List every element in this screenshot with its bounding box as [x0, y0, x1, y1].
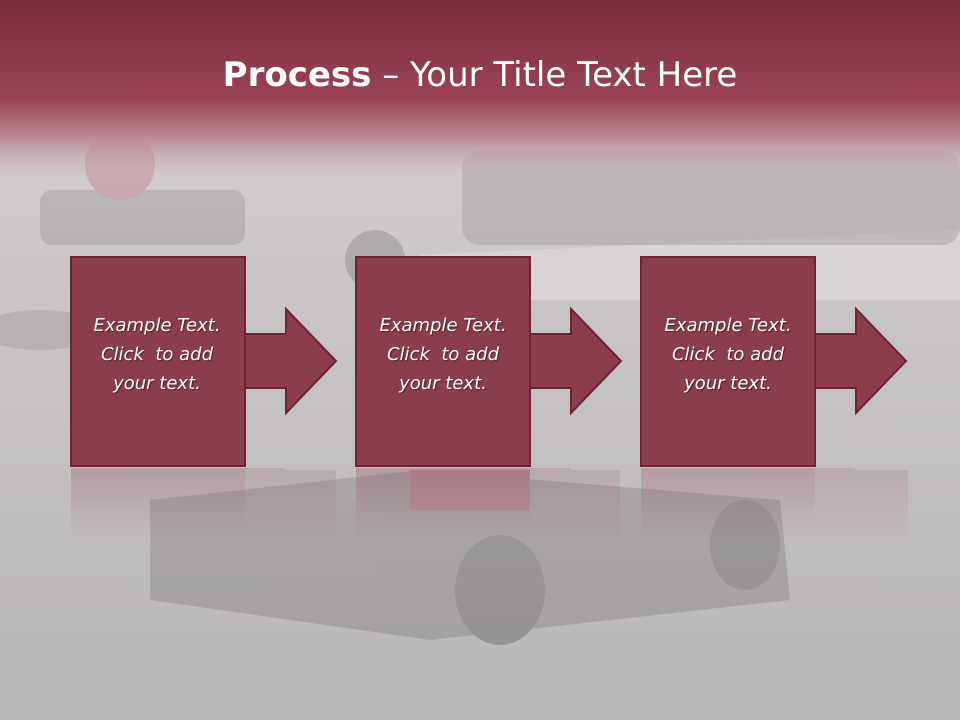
step-2-box: [355, 256, 531, 467]
step-3-box: [640, 256, 816, 467]
process-step-3[interactable]: [640, 256, 908, 467]
step-2-arrow: [529, 306, 623, 416]
step-2-line-2: Click to add: [386, 344, 499, 365]
step-1-line-3: your text.: [113, 373, 201, 394]
step-1-text[interactable]: Example Text. Click to add your text.: [71, 311, 243, 398]
step-2-line-3: your text.: [399, 373, 487, 394]
process-step-1[interactable]: [70, 256, 338, 467]
step-3-arrow: [814, 306, 908, 416]
step-1-line-2: Click to add: [100, 344, 213, 365]
step-1-arrow: [244, 306, 338, 416]
step-1-line-1: Example Text.: [93, 315, 221, 336]
process-step-2[interactable]: [355, 256, 623, 467]
step-2-text[interactable]: Example Text. Click to add your text.: [357, 311, 529, 398]
title-separator: –: [371, 55, 411, 95]
step-3-line-1: Example Text.: [664, 315, 792, 336]
step-1-box: [70, 256, 246, 467]
step-3-text[interactable]: Example Text. Click to add your text.: [642, 311, 814, 398]
page-title: Process – Your Title Text Here: [0, 52, 960, 98]
title-text: Your Title Text Here: [410, 55, 738, 95]
step-3-line-3: your text.: [684, 373, 772, 394]
box-reflections: [71, 468, 908, 540]
title-bold-part: Process: [222, 55, 372, 95]
step-3-line-2: Click to add: [671, 344, 784, 365]
step-2-line-1: Example Text.: [379, 315, 507, 336]
